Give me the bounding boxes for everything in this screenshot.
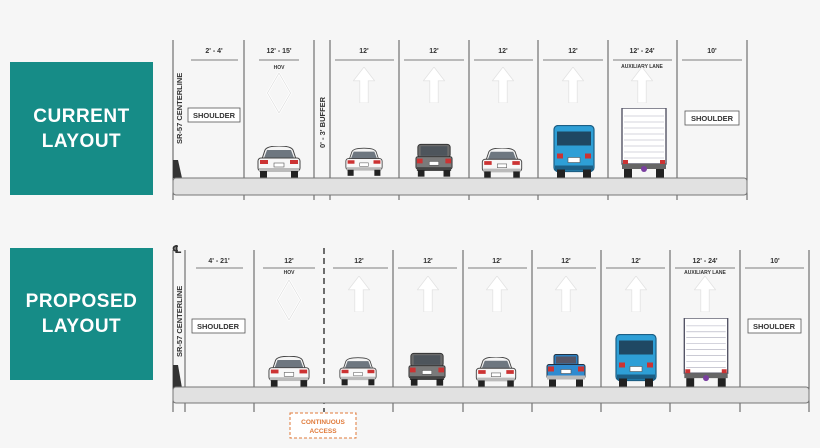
proposed-width-3: 12'	[423, 258, 433, 265]
proposed-centerline-label: SR-57 CENTERLINE	[175, 286, 184, 357]
sedan-icon	[345, 147, 383, 177]
proposed-lane-arrow-icon	[417, 276, 439, 312]
proposed-width-1: 12'	[284, 258, 294, 265]
proposed-barrier	[173, 365, 182, 388]
proposed-width-4: 12'	[492, 258, 502, 265]
current-layout-label: CURRENT LAYOUT	[10, 62, 153, 195]
current-centerline-label: SR-57 CENTERLINE	[175, 73, 184, 144]
current-width-1: 12' - 15'	[266, 48, 291, 55]
proposed-inner-shoulder-label: SHOULDER	[197, 322, 240, 331]
centerline-symbol: ℄	[172, 243, 182, 256]
current-width-4: 12'	[498, 48, 508, 55]
current-barrier	[173, 160, 182, 178]
current-title-line2: LAYOUT	[41, 130, 122, 152]
current-width-3: 12'	[429, 48, 439, 55]
current-road-surface	[172, 177, 748, 196]
sedan-icon	[475, 357, 517, 387]
proposed-lane-arrow-icon	[625, 276, 647, 312]
suv-icon	[415, 143, 453, 178]
proposed-section: 4' - 21' 12' HOV 12' 12' 12' 12' 12' 12'…	[172, 243, 810, 439]
current-width-2: 12'	[359, 48, 369, 55]
proposed-lane-arrow-icon	[555, 276, 577, 312]
sedan-icon	[481, 148, 523, 178]
current-outer-shoulder-box	[684, 110, 740, 126]
current-lane-arrow-icon	[631, 67, 653, 103]
current-outer-shoulder-label: SHOULDER	[691, 114, 734, 123]
current-title-line1: CURRENT	[33, 105, 130, 127]
proposed-width-0: 4' - 21'	[208, 258, 230, 265]
proposed-lane-arrow-icon	[348, 276, 370, 312]
proposed-title-line1: PROPOSED	[25, 291, 138, 312]
bus-icon	[553, 125, 595, 178]
proposed-width-7: 12' - 24'	[692, 258, 717, 265]
current-width-5: 12'	[568, 48, 578, 55]
proposed-hov-diamond-icon	[276, 279, 302, 321]
proposed-layout-label: PROPOSED LAYOUT	[10, 248, 153, 380]
proposed-lane-arrow-icon	[486, 276, 508, 312]
access-label-line2: ACCESS	[309, 428, 337, 435]
proposed-width-6: 12'	[631, 258, 641, 265]
sedan-icon	[257, 146, 301, 178]
access-label-line1: CONTINUOUS	[301, 419, 345, 426]
current-lane-arrow-icon	[492, 67, 514, 103]
proposed-title-line2: LAYOUT	[41, 316, 122, 337]
proposed-outer-shoulder-box	[747, 318, 802, 334]
sedan-icon	[268, 356, 310, 387]
proposed-inner-shoulder-box	[191, 318, 246, 334]
current-width-0: 2' - 4'	[205, 48, 223, 55]
current-inner-shoulder-label: SHOULDER	[193, 111, 236, 120]
proposed-road-surface	[172, 386, 810, 404]
proposed-sub-7: AUXILIARY LANE	[684, 270, 726, 276]
sedan-icon	[339, 357, 377, 386]
proposed-width-2: 12'	[354, 258, 364, 265]
current-width-7: 10'	[707, 48, 717, 55]
proposed-outer-shoulder-label: SHOULDER	[753, 322, 796, 331]
current-width-6: 12' - 24'	[629, 48, 654, 55]
bus-icon	[615, 334, 657, 387]
current-sub-1: HOV	[274, 65, 286, 71]
pickup-truck-icon	[546, 354, 586, 387]
continuous-access-callout	[289, 412, 357, 439]
proposed-width-8: 10'	[770, 258, 780, 265]
proposed-width-5: 12'	[561, 258, 571, 265]
current-lane-arrow-icon	[353, 67, 375, 103]
current-hov-diamond-icon	[266, 72, 292, 114]
current-section: 2' - 4' 12' - 15' HOV 12' 12' 12' 12' 12…	[172, 40, 748, 200]
box-truck-icon	[683, 318, 729, 387]
box-truck-icon	[621, 108, 667, 178]
current-buffer-label: 0' - 3' BUFFER	[318, 96, 327, 148]
current-inner-shoulder-box	[187, 107, 241, 123]
proposed-lane-arrow-icon	[694, 276, 716, 312]
proposed-sub-1: HOV	[284, 270, 296, 276]
suv-icon	[408, 352, 446, 387]
current-lane-arrow-icon	[423, 67, 445, 103]
current-lane-arrow-icon	[562, 67, 584, 103]
